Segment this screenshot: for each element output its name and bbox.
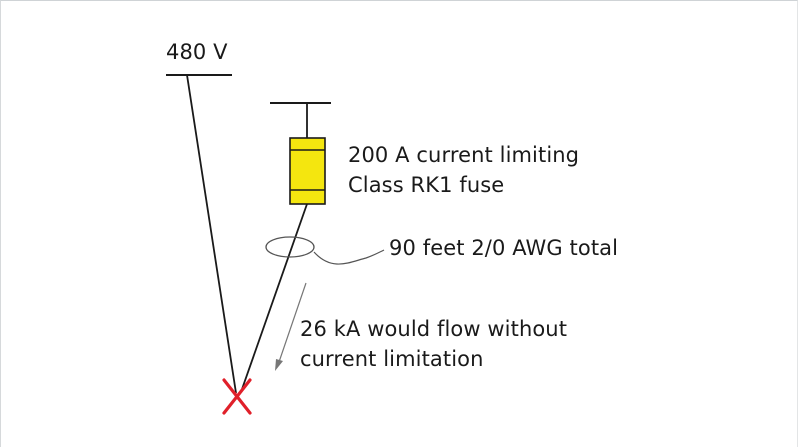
- fault-description-line-2: current limitation: [300, 347, 484, 371]
- fault-current-description: 26 kA would flow without current limitat…: [300, 314, 567, 374]
- fuse-description-line-1: 200 A current limiting: [348, 143, 580, 167]
- cable-marker-ellipse: [265, 236, 315, 258]
- fault-x-icon: [222, 378, 252, 415]
- source-conductor: [186, 74, 237, 394]
- cable-leader-line: [313, 249, 385, 265]
- fuse-description: 200 A current limiting Class RK1 fuse: [348, 140, 579, 200]
- fault-current-arrow: [278, 282, 307, 363]
- fuse-description-line-2: Class RK1 fuse: [348, 173, 505, 197]
- fault-current-arrowhead: [275, 359, 283, 371]
- cable-description: 90 feet 2/0 AWG total: [389, 236, 619, 260]
- cable-conductor: [240, 203, 308, 393]
- fault-description-line-1: 26 kA would flow without: [300, 317, 568, 341]
- fuse-symbol: [289, 137, 326, 205]
- source-voltage-label: 480 V: [166, 40, 228, 64]
